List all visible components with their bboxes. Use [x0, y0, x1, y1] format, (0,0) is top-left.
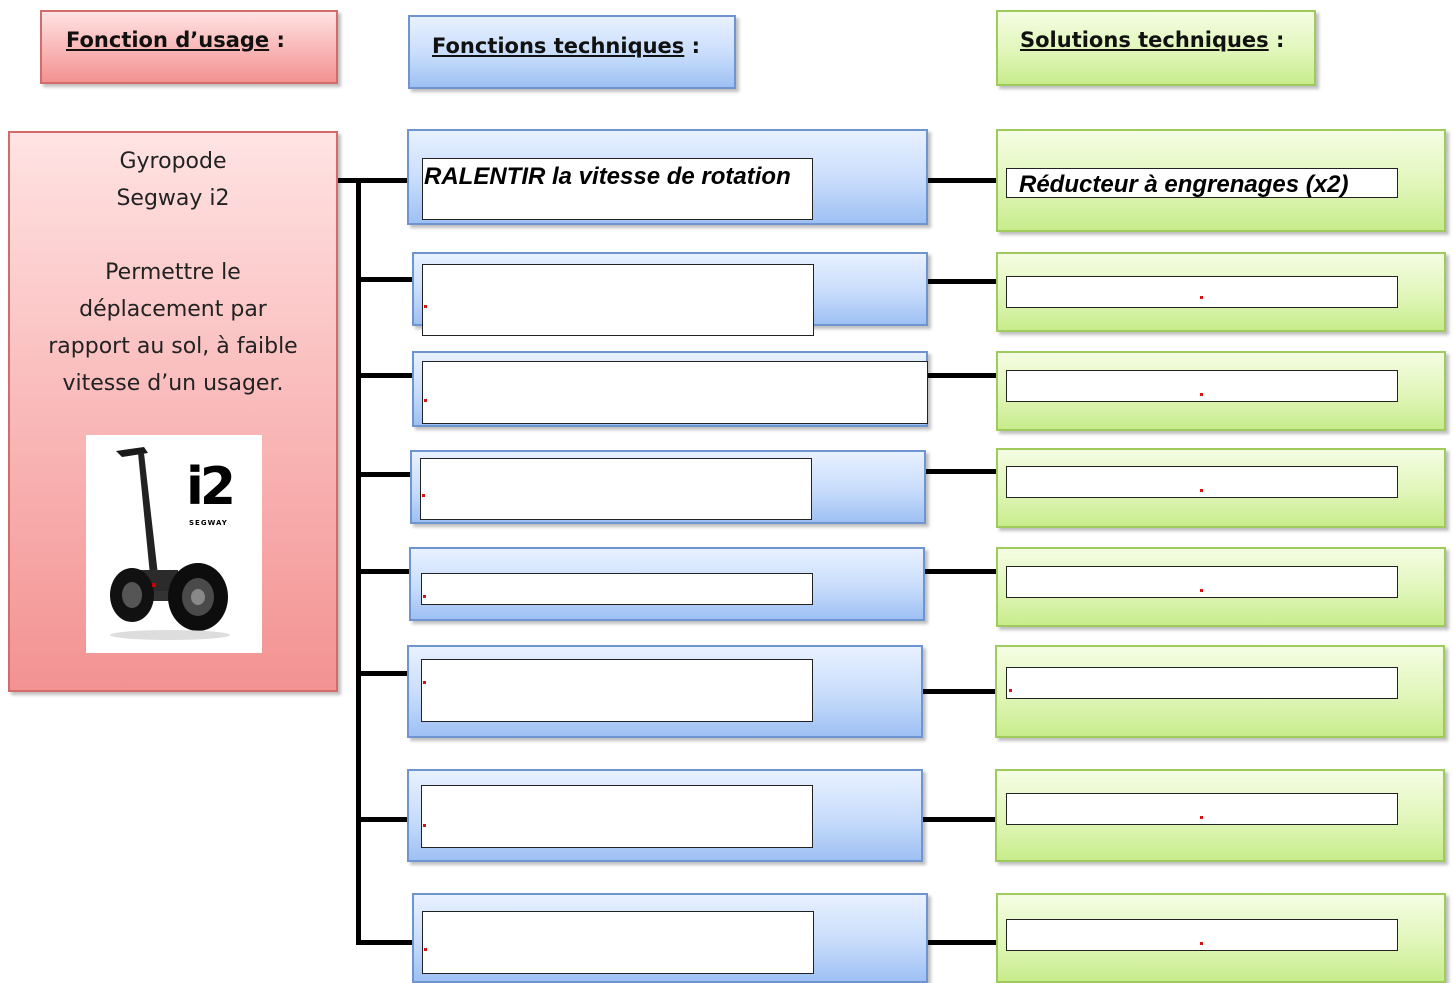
connector-branch-2: [356, 277, 414, 282]
solution-box-8: [996, 893, 1446, 983]
function-input-3[interactable]: [422, 361, 928, 424]
solution-input-1[interactable]: Réducteur à engrenages (x2): [1006, 168, 1398, 198]
function-input-5[interactable]: [421, 573, 813, 605]
connector-branch-3: [356, 373, 414, 378]
function-input-1-text: RALENTIR la vitesse de rotation: [424, 163, 791, 190]
usage-desc-line2: déplacement par: [79, 297, 267, 322]
header-usage-suffix: :: [269, 28, 285, 52]
segway-brand: SEGWAY: [189, 519, 228, 527]
function-input-1[interactable]: RALENTIR la vitesse de rotation: [422, 158, 813, 220]
usage-desc-line1: Permettre le: [105, 260, 241, 285]
solution-box-1: Réducteur à engrenages (x2): [996, 129, 1446, 232]
connector-branch-6: [356, 671, 410, 676]
function-box-1: RALENTIR la vitesse de rotation: [407, 129, 928, 225]
solution-input-3[interactable]: [1006, 370, 1398, 402]
red-marker: [424, 948, 427, 951]
red-marker: [1200, 393, 1203, 396]
connector-branch-8: [356, 940, 414, 945]
connector-solution-5: [924, 569, 1000, 574]
connector-solution-4: [926, 469, 1000, 474]
usage-name-line2: Segway i2: [116, 186, 230, 211]
connector-branch-5: [356, 569, 414, 574]
connector-solution-8: [922, 940, 1002, 945]
solution-box-2: [996, 252, 1446, 332]
connector-solution-3: [928, 373, 1000, 378]
header-usage: Fonction d’usage :: [40, 10, 338, 84]
header-techniques: Fonctions techniques :: [408, 15, 736, 89]
connector-branch-1: [356, 178, 414, 183]
function-box-5: [409, 547, 925, 621]
solution-input-7[interactable]: [1006, 793, 1398, 825]
solution-input-8[interactable]: [1006, 919, 1398, 951]
function-input-8[interactable]: [422, 911, 814, 974]
solution-input-6[interactable]: [1006, 667, 1398, 699]
connector-trunk: [356, 178, 361, 944]
red-marker: [1200, 296, 1203, 299]
function-box-2: [412, 252, 928, 336]
segway-illustration: [110, 447, 230, 640]
red-marker: [1200, 489, 1203, 492]
function-box-6: [407, 645, 923, 738]
header-usage-label: Fonction d’usage: [66, 28, 270, 52]
segway-logo: i2: [186, 457, 236, 517]
header-solutions-label: Solutions techniques: [1020, 28, 1269, 52]
connector-solution-7: [922, 817, 1002, 822]
usage-name-line1: Gyropode: [119, 149, 227, 174]
solution-box-5: [996, 547, 1446, 627]
header-techniques-label: Fonctions techniques: [432, 34, 685, 58]
solution-box-4: [996, 448, 1446, 528]
header-solutions: Solutions techniques :: [996, 10, 1316, 86]
red-marker: [1200, 816, 1203, 819]
segway-image: i2 SEGWAY: [86, 435, 262, 653]
function-box-4: [410, 450, 926, 524]
solution-box-6: [995, 645, 1445, 738]
function-box-3: [412, 351, 928, 427]
red-marker: [422, 494, 425, 497]
header-solutions-suffix: :: [1268, 28, 1285, 52]
red-marker: [423, 681, 426, 684]
red-marker: [1200, 589, 1203, 592]
connector-solution-2: [926, 279, 1006, 284]
header-techniques-suffix: :: [684, 34, 701, 58]
solution-input-4[interactable]: [1006, 466, 1398, 498]
connector-branch-4: [356, 472, 414, 477]
connector-usage-to-trunk: [338, 178, 360, 183]
function-box-8: [412, 893, 928, 983]
function-input-4[interactable]: [420, 458, 812, 520]
usage-desc-line4: vitesse d’un usager.: [62, 371, 284, 396]
solution-box-3: [996, 351, 1446, 431]
solution-input-2[interactable]: [1006, 276, 1398, 308]
red-marker: [423, 595, 426, 598]
solution-input-5[interactable]: [1006, 566, 1398, 598]
red-marker: [424, 305, 427, 308]
function-input-2[interactable]: [422, 264, 814, 336]
red-marker: [424, 399, 427, 402]
function-input-6[interactable]: [421, 659, 813, 722]
function-input-7[interactable]: [421, 785, 813, 848]
usage-box: Gyropode Segway i2 Permettre le déplacem…: [8, 131, 338, 692]
usage-desc-line3: rapport au sol, à faible: [48, 334, 298, 359]
solution-input-1-text: Réducteur à engrenages (x2): [1019, 171, 1349, 198]
connector-branch-7: [356, 817, 410, 822]
connector-solution-1: [922, 178, 1006, 183]
function-box-7: [407, 769, 923, 862]
red-marker: [1200, 942, 1203, 945]
red-marker: [1009, 689, 1012, 692]
red-marker: [423, 824, 426, 827]
connector-solution-6: [922, 689, 1002, 694]
solution-box-7: [995, 769, 1445, 862]
